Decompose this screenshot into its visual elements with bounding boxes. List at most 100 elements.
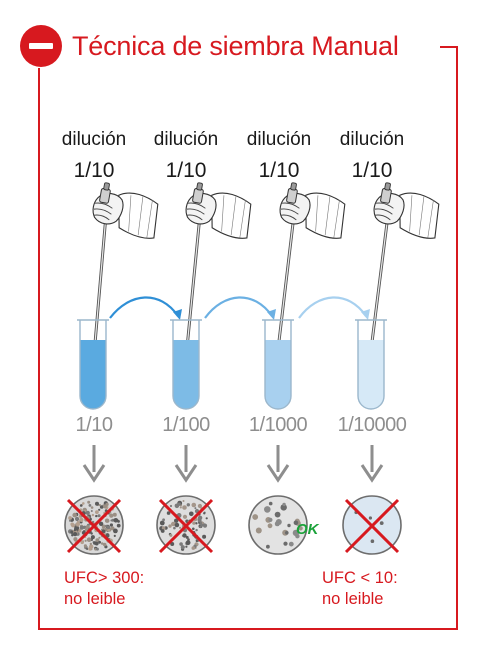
petri-dish-3: OK <box>248 495 320 555</box>
colony-dot <box>166 511 171 515</box>
colony-dot <box>116 523 121 528</box>
petri-dish-1 <box>64 495 124 555</box>
colony-dot <box>185 540 191 546</box>
tube-label-4: 1/10000 <box>337 414 407 436</box>
colony-dot <box>174 522 180 528</box>
colony-dot <box>90 506 94 509</box>
colony-dot <box>370 539 375 543</box>
colony-dot <box>90 535 95 540</box>
colony-dot <box>117 520 120 523</box>
colony-dot <box>160 529 165 533</box>
colony-dot <box>94 541 99 546</box>
colony-dot <box>186 503 190 507</box>
colony-dot <box>104 518 110 523</box>
down-arrow-2 <box>174 445 198 483</box>
colony-dot <box>79 525 84 530</box>
colony-dot <box>98 504 101 507</box>
colony-dot <box>88 546 92 551</box>
colony-dot <box>88 504 92 507</box>
colony-dot <box>95 510 99 514</box>
colony-dot <box>288 541 294 547</box>
colony-dot <box>282 502 286 507</box>
colony-dot <box>267 523 273 529</box>
colony-dot <box>113 528 118 534</box>
red-frame-top-segment <box>440 46 458 48</box>
colony-dot <box>69 519 72 522</box>
colony-dot <box>255 527 262 534</box>
colony-dot <box>109 513 114 518</box>
header: Técnica de siembra Manual <box>20 24 407 68</box>
colony-dot <box>195 539 198 543</box>
colony-dot <box>368 516 372 520</box>
no-entry-icon <box>20 25 62 67</box>
colony-dot <box>91 513 95 517</box>
colony-dot <box>185 545 188 548</box>
colony-dot <box>169 504 173 508</box>
colony-dot <box>97 514 101 518</box>
colony-dot <box>86 537 92 542</box>
ok-badge: OK <box>296 521 320 538</box>
petri-dish-2 <box>156 495 216 555</box>
colony-dot <box>95 514 98 518</box>
colony-dot <box>95 538 100 543</box>
colony-dot <box>191 546 196 550</box>
colony-dot <box>283 541 288 546</box>
colony-dot <box>110 526 115 531</box>
colony-dot <box>162 518 166 522</box>
colony-dots <box>354 510 384 543</box>
colony-dot <box>113 534 116 538</box>
colony-dot <box>274 511 281 518</box>
colony-dot <box>189 511 194 517</box>
colony-dot <box>112 512 117 517</box>
colony-dots <box>252 501 303 549</box>
colony-dot <box>264 506 271 513</box>
colony-dot <box>173 526 176 530</box>
colony-dot <box>159 520 165 526</box>
down-arrow-3 <box>266 445 290 483</box>
colony-dot <box>105 502 109 506</box>
colony-dot <box>90 510 93 512</box>
dilution-label-4: dilución 1/10 <box>339 129 405 182</box>
tube-4 <box>355 319 387 410</box>
colony-dot <box>252 514 259 520</box>
colony-dot <box>170 542 175 546</box>
tube-label-2: 1/100 <box>162 414 210 436</box>
page-title: Técnica de siembra Manual <box>72 30 399 61</box>
colony-dot <box>90 532 93 535</box>
warning-too-many: UFC> 300: no leible <box>64 569 145 608</box>
warning-too-few: UFC < 10: no leible <box>322 569 398 608</box>
colony-dot <box>77 528 82 533</box>
colony-dot <box>180 545 185 550</box>
colony-dot <box>182 505 187 510</box>
colony-dot <box>168 524 172 528</box>
transfer-arrow-1 <box>109 296 182 320</box>
colony-dot <box>71 534 74 537</box>
reject-cross-icon <box>158 498 214 554</box>
colony-dot <box>75 530 78 533</box>
colony-dot <box>298 526 303 531</box>
red-frame <box>38 46 458 630</box>
colony-dot <box>98 536 101 539</box>
colony-dot <box>70 522 74 527</box>
colony-dot <box>82 502 85 505</box>
colony-dot <box>197 518 202 523</box>
colony-dot <box>202 534 207 539</box>
colony-dot <box>169 533 173 537</box>
colony-dot <box>268 501 273 506</box>
colony-dot <box>100 542 104 545</box>
colony-dot <box>80 540 84 545</box>
colony-dot <box>195 528 198 532</box>
colony-dot <box>285 531 289 535</box>
colony-dot <box>85 510 90 515</box>
colony-dot <box>73 537 78 542</box>
colony-dot <box>109 523 113 527</box>
colony-dot <box>95 501 99 506</box>
colony-dot <box>79 504 83 507</box>
colony-dot <box>89 542 93 546</box>
dilution-label-3: dilución 1/10 <box>246 129 312 182</box>
reject-cross-icon <box>344 498 400 554</box>
tube-label-1: 1/10 <box>75 414 113 436</box>
colony-dot <box>177 502 181 506</box>
transfer-arrow-2 <box>204 296 276 320</box>
pipette-3 <box>275 180 350 359</box>
